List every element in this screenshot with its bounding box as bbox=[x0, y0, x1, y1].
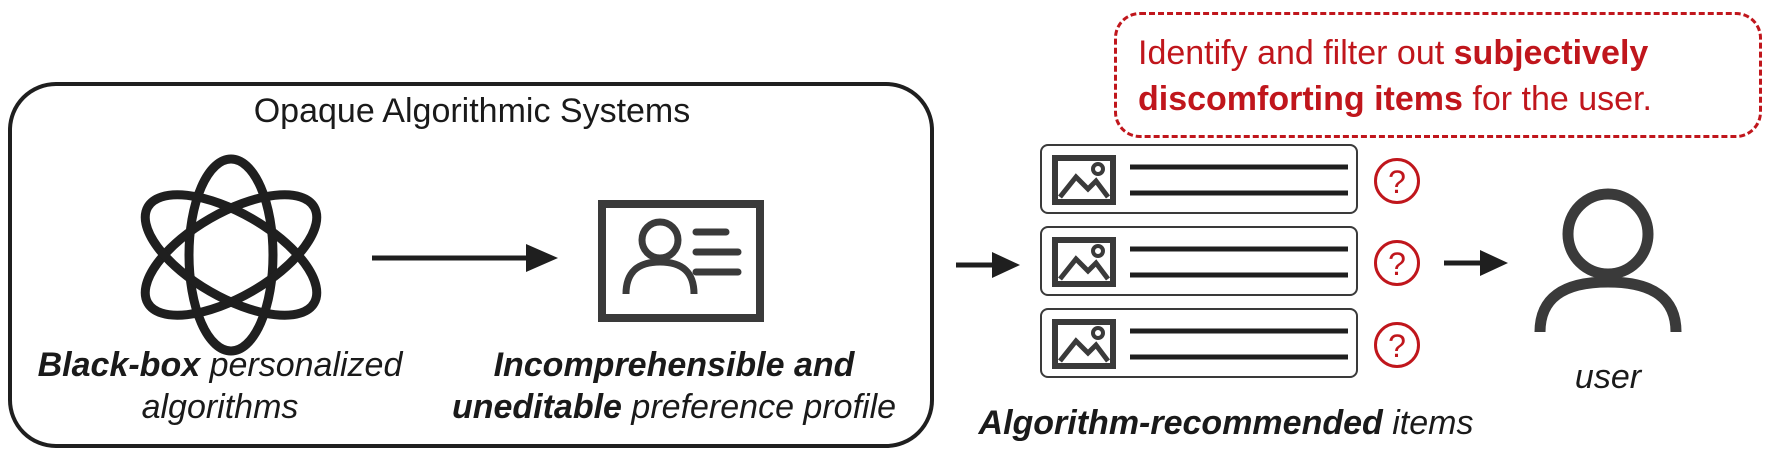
opaque-systems-title: Opaque Algorithmic Systems bbox=[253, 92, 691, 130]
profile-caption-bold-line2: uneditable bbox=[451, 388, 622, 426]
profile-caption: Incomprehensible and uneditable preferen… bbox=[418, 344, 930, 428]
items-caption-bold: Algorithm-recommended bbox=[978, 404, 1383, 442]
algorithms-caption-line2: algorithms bbox=[141, 388, 299, 426]
image-icon bbox=[1052, 237, 1116, 287]
callout-text-part2: for the user. bbox=[1462, 80, 1652, 118]
algorithms-caption-rest: personalized bbox=[200, 346, 403, 384]
arrow-right-icon bbox=[1444, 250, 1508, 276]
items-caption: Algorithm-recommended items bbox=[936, 402, 1516, 444]
question-icon: ? bbox=[1374, 240, 1420, 286]
image-icon bbox=[1052, 155, 1116, 205]
callout-text-part1: Identify and filter out bbox=[1138, 34, 1454, 72]
profile-caption-rest: preference profile bbox=[621, 388, 897, 426]
user-label-text: user bbox=[1574, 358, 1642, 396]
filter-callout-text: Identify and filter out subjectively dis… bbox=[1138, 30, 1758, 122]
opaque-systems-box bbox=[8, 82, 934, 448]
atom-icon bbox=[140, 154, 322, 356]
image-icon bbox=[1052, 319, 1116, 369]
filter-callout bbox=[1114, 12, 1762, 138]
user-icon bbox=[1534, 188, 1682, 333]
arrow-right-icon bbox=[956, 252, 1020, 278]
algorithms-caption-bold: Black-box bbox=[37, 346, 201, 384]
text-lines-icon bbox=[1130, 246, 1348, 278]
question-icon: ? bbox=[1374, 322, 1420, 368]
text-lines-icon bbox=[1130, 328, 1348, 360]
callout-text-bold: subjectively discomforting items bbox=[1138, 34, 1649, 118]
items-caption-rest: items bbox=[1382, 404, 1474, 442]
question-icon: ? bbox=[1374, 158, 1420, 204]
recommended-item-card bbox=[1040, 226, 1358, 296]
algorithms-caption: Black-box personalized algorithms bbox=[10, 344, 430, 428]
arrow-right-icon bbox=[372, 244, 558, 272]
profile-card-icon bbox=[598, 200, 764, 322]
recommended-item-card bbox=[1040, 308, 1358, 378]
profile-caption-bold-line1: Incomprehensible and bbox=[493, 346, 855, 384]
text-lines-icon bbox=[1130, 164, 1348, 196]
user-label: user bbox=[1528, 356, 1688, 398]
recommended-item-card bbox=[1040, 144, 1358, 214]
